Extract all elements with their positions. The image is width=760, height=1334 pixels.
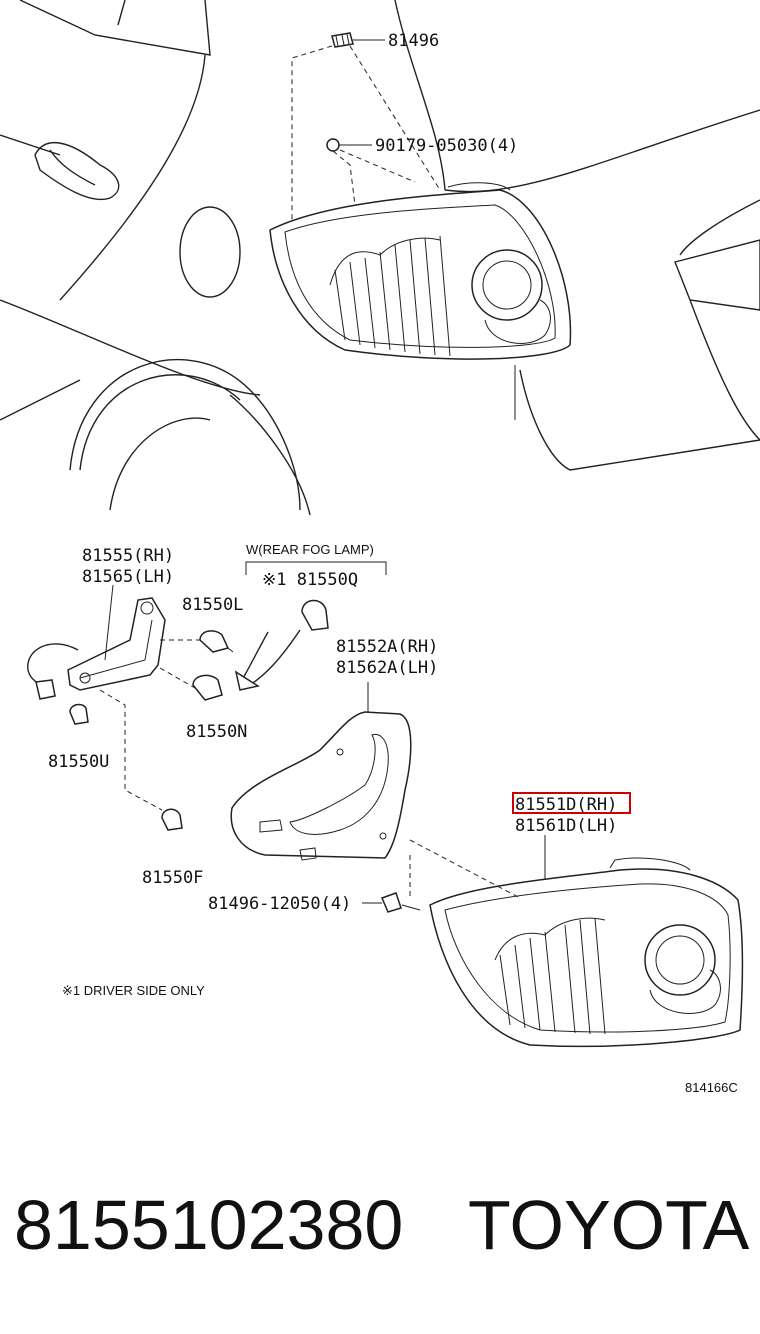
label-81550N: 81550N (186, 722, 247, 742)
label-81550L: 81550L (182, 595, 243, 615)
tail-lamp-81551D (429, 857, 744, 1048)
footnote-driver-side: ※1 DRIVER SIDE ONLY (62, 983, 205, 998)
grommet-81496 (331, 32, 385, 48)
label-81496-12050: 81496-12050(4) (208, 894, 351, 914)
label-rear-fog-lamp: W(REAR FOG LAMP) (246, 542, 374, 557)
part-number-caption: 8155102380 (14, 1186, 404, 1264)
upper-tail-lamp-illustration (269, 182, 572, 360)
bulb-81550L (199, 630, 234, 653)
label-81550Q: ※1 81550Q (262, 570, 358, 590)
label-81555: 81555(RH) (82, 546, 174, 566)
label-81561D: 81561D(LH) (515, 816, 617, 836)
label-81552A: 81552A(RH) (336, 637, 438, 657)
bulb-81550F (161, 808, 183, 831)
label-81551D: 81551D(RH) (515, 795, 617, 815)
highlight-box (512, 792, 631, 814)
gasket-81552A (230, 711, 412, 861)
bulb-81550U (69, 703, 89, 725)
bulb-81550Q (301, 599, 329, 631)
brand-caption: TOYOTA (468, 1186, 750, 1264)
label-81550F: 81550F (142, 868, 203, 888)
label-81550U: 81550U (48, 752, 109, 772)
screw-81496-12050 (362, 892, 421, 913)
label-81565: 81565(LH) (82, 567, 174, 587)
socket-and-wire-illustration (27, 597, 166, 700)
label-81496: 81496 (388, 31, 439, 51)
label-90179-05030: 90179-05030(4) (375, 136, 518, 156)
label-81562A: 81562A(LH) (336, 658, 438, 678)
diagram-code: 814166C (685, 1080, 738, 1095)
bulb-81550N (192, 674, 223, 701)
nut-90179 (326, 138, 372, 152)
